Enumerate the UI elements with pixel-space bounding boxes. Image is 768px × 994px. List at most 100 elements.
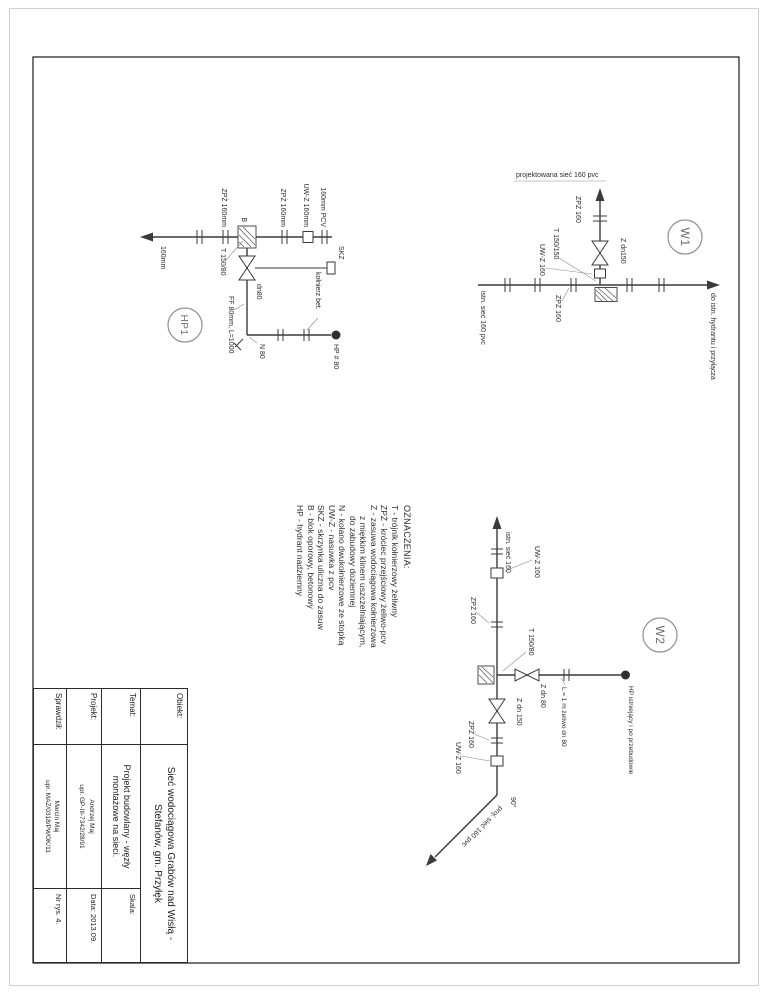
w1-valve-label: Z dn150 [619, 238, 626, 264]
projekt-label: Projekt: [66, 689, 101, 745]
w1-branch-arrow-icon [595, 188, 605, 201]
w1-existing-line-label: istn. sieć 160 pvc [479, 291, 486, 345]
hp1-gate-valve-icon [238, 255, 256, 281]
drawing-frame [32, 56, 740, 964]
hp1-ff-label: FF 80mm, L=1000 [227, 296, 234, 353]
w2-flow-arrow-icon [492, 516, 502, 529]
w1-thrust-block [594, 287, 618, 302]
w2-leader-lines [460, 559, 566, 762]
w1-node-label: W1 [678, 228, 692, 247]
w2-coupling-ticks [491, 548, 570, 744]
legend-item: ZPŻ - króciec przejściowy żeliwo-pcv [379, 505, 390, 644]
hp1-foot-elbow-icon [233, 338, 244, 351]
w1-flow-arrow-icon [707, 280, 720, 290]
title-block: Obiekt: Sieć wodociągowa Grabów nad Wisł… [33, 688, 188, 963]
legend-item: Z - zasuwa wodociągowa kołnierzowa [369, 505, 379, 648]
w2-existing-line-label: istn. sieć 160 [504, 532, 511, 573]
w2-zpz-b-label: ZPŻ 160 [467, 721, 476, 748]
skala-label: Skala: [128, 894, 138, 915]
detail-w2: W2 [426, 516, 678, 866]
w2-thrust-block [477, 665, 495, 685]
data-value: 2013.09. [88, 914, 98, 944]
obiekt-label: Obiekt: [141, 689, 187, 745]
w2-valve-dn80-icon [514, 668, 540, 682]
w1-uwz-label: UW-Z 160 [538, 244, 545, 276]
hp1-uwz-label: UW-Z 160mm [302, 184, 309, 228]
hp1-hp80-label: HP # 80 [332, 344, 339, 369]
w2-node-label: W2 [653, 626, 667, 645]
detail-w1: W1 [478, 172, 720, 380]
data-cell: Data: 2013.09. [66, 888, 101, 962]
hp1-zpz-a-label: ZPŻ 160mm [279, 188, 288, 227]
legend-item: HP - hydrant nadziemny [295, 505, 306, 597]
hp1-node-label: HP1 [178, 315, 189, 336]
legend-item: SKZ - skrzynka uliczna do zasuw [316, 505, 327, 630]
projekt-person: Andrzej Maj upr. GP-III-7342/28/91 [67, 745, 101, 888]
hp1-hydrant-dot-icon [331, 330, 341, 340]
w1-node-circle [667, 219, 703, 255]
w2-valve-dn150-icon [488, 698, 506, 724]
legend-item: T - trójnik kołnierzowy żeliwny [390, 505, 400, 618]
hp1-diameter-label: 160mm [159, 246, 166, 270]
legend-title: OZNACZENIA: [402, 505, 412, 569]
hp1-flow-arrow-icon [140, 232, 153, 242]
w1-gate-valve-icon [591, 240, 609, 266]
projekt-name: Andrzej Maj [87, 799, 95, 834]
legend-item: do zabudowy doziemnej [348, 516, 358, 608]
nr-rys-value: 4. [53, 918, 63, 925]
w2-cast-iron-label: L = 1 m żeliwo dn 80 [560, 687, 567, 747]
title-block-row-temat: Temat: Projekt budowlany - węzły montażo… [101, 689, 142, 962]
sprawdzil-name: Marcin Maj [52, 800, 60, 833]
w2-tee-label: T 150/80 [527, 628, 534, 656]
projekt-upr: upr. GP-III-7342/28/91 [78, 784, 86, 849]
sprawdzil-upr: upr. MAZ/0318/PWOK/11 [43, 780, 51, 853]
hp1-leader-lines [225, 240, 319, 344]
hp1-node-circle [167, 307, 203, 343]
w2-uwz-b-label: UW-Z 160 [454, 742, 461, 774]
hp1-zpz-b-label: ZPŻ 160mm [220, 188, 229, 227]
nr-rys-label: Nr rys. [53, 894, 63, 917]
temat-label: Temat: [101, 689, 141, 745]
legend-item: z miękkim klinem uszczelniającym, [358, 516, 369, 648]
hp1-dn80-label: dn80 [255, 284, 262, 300]
title-block-row-obiekt: Obiekt: Sieć wodociągowa Grabów nad Wisł… [141, 689, 187, 962]
skala-cell: Skala: [101, 888, 141, 962]
w1-coupling-ticks [504, 215, 665, 292]
detail-hp1: HP1 [140, 184, 344, 369]
w2-angle-label: 90° [509, 797, 517, 808]
temat-value: Projekt budowlany - węzły montażowe na s… [110, 764, 133, 869]
hp1-collar-label: kołnierz bet. [314, 272, 321, 310]
hp1-coupling-ticks [196, 230, 328, 341]
w2-uwz-a-label: UW-Z 160 [533, 546, 540, 578]
legend-item: B - blok oporowy, betonowy [306, 505, 316, 609]
hp1-pcv-label: 160mm PCV [319, 187, 326, 227]
hp1-uwz-coupling-icon [302, 231, 314, 243]
obiekt-value: Sieć wodociągowa Grabów nad Wisłą - Stef… [152, 766, 177, 941]
legend-item: UW-Z - nasuwka z pcv [327, 505, 337, 591]
w2-hydrant-dot-icon [621, 670, 630, 680]
w1-leader-lines [514, 180, 606, 302]
w2-projected-arrow-icon [426, 854, 437, 866]
hp1-n80-label: N 80 [258, 344, 265, 359]
w1-uwz-coupling-icon [594, 268, 606, 279]
w2-hydrant-label: HP istniejący i po przebudowie [627, 686, 634, 775]
hp1-thrust-block [237, 225, 257, 249]
w2-projected-diagonal-pipe [434, 794, 498, 858]
w1-zpz-b-label: ZPŻ 160 [554, 295, 563, 322]
legend: OZNACZENIA: T - trójnik kołnierzowy żeli… [295, 505, 413, 695]
w1-tee-label: T 150/150 [552, 228, 559, 260]
legend-item: N - kolano dwukołnierzowe ze stopką [337, 505, 348, 646]
w2-uwz-b-coupling-icon [490, 755, 504, 767]
w2-valve-150-label: Z dn 150 [515, 698, 522, 726]
w2-zpz-a-label: ZPŻ 160 [469, 597, 478, 624]
w1-projected-line-label: projektowana sieć 160 pvc [516, 172, 599, 179]
title-block-row-sprawdzil: Sprawdził: Marcin Maj upr. MAZ/0318/PWOK… [34, 689, 67, 962]
hp1-block-label: B [240, 217, 247, 222]
nr-rys-cell: Nr rys. 4. [34, 888, 66, 962]
hp1-tee-label: T 150/80 [219, 248, 226, 276]
hp1-skz-box-icon [326, 261, 336, 275]
data-label: Data: [88, 894, 98, 912]
